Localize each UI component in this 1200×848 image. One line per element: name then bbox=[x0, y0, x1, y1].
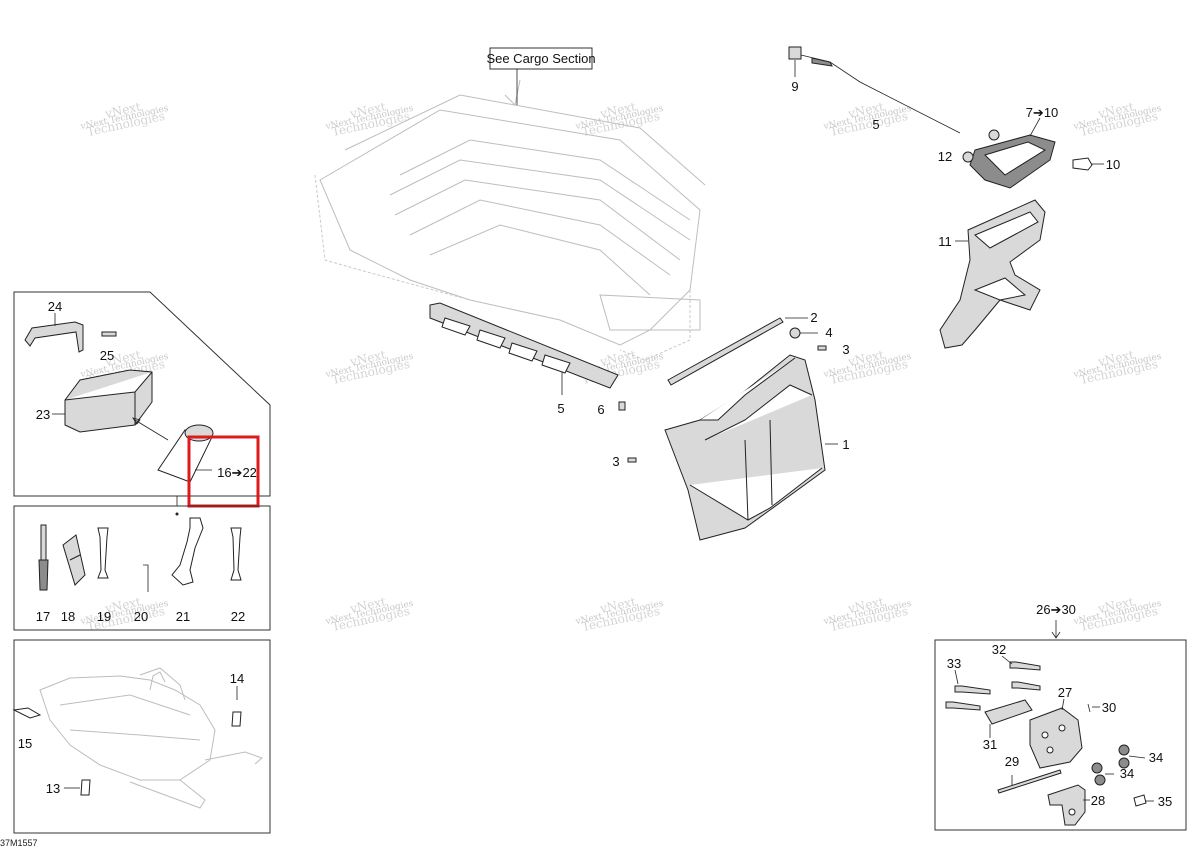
part-18-socket: 18 bbox=[61, 534, 86, 624]
part-14-decal: 14 bbox=[230, 671, 244, 727]
callout-11: 11 bbox=[938, 234, 952, 249]
part-29-rod: 29 bbox=[997, 754, 1062, 794]
callout-25: 25 bbox=[100, 348, 114, 363]
part-32-bolts: 32 bbox=[992, 642, 1041, 691]
callout-29: 29 bbox=[1005, 754, 1019, 769]
callout-22: 22 bbox=[231, 609, 245, 624]
callout-19: 19 bbox=[97, 609, 111, 624]
drawing-code: 37M1557 bbox=[0, 838, 38, 848]
callout-27: 27 bbox=[1058, 685, 1072, 700]
part-11-taillight-support: 11 bbox=[938, 199, 1046, 349]
callout-20: 20 bbox=[134, 609, 148, 624]
callout-3: 3 bbox=[842, 342, 849, 357]
part-19-wrench: 19 bbox=[97, 527, 111, 624]
callout-15: 15 bbox=[18, 736, 32, 751]
callout-18: 18 bbox=[61, 609, 75, 624]
part-33-bolts: 33 bbox=[945, 656, 991, 711]
callout-10: 10 bbox=[1106, 157, 1120, 172]
callout-34: 34 bbox=[1120, 766, 1134, 781]
callout-13: 13 bbox=[46, 781, 60, 796]
part-30-pin: 30 bbox=[1087, 700, 1116, 715]
part-21-spark-plug-wrench: 21 bbox=[171, 517, 204, 624]
part-9-harness: 9 5 bbox=[788, 46, 961, 134]
part-3-screw-lower: 3 bbox=[612, 454, 637, 469]
callout-21: 21 bbox=[176, 609, 190, 624]
inset-tools-frame bbox=[13, 505, 271, 631]
part-1-snowflap: 1 bbox=[664, 354, 850, 541]
callout-12: 12 bbox=[938, 149, 952, 164]
callout-24: 24 bbox=[48, 299, 62, 314]
inset-tool-bag-frame bbox=[13, 291, 271, 497]
inset-hitch-frame bbox=[934, 639, 1187, 831]
callout-26-30: 26➔30 bbox=[1036, 602, 1076, 617]
callout-4: 4 bbox=[825, 325, 832, 340]
callout-9: 9 bbox=[791, 79, 798, 94]
part-22-wrench: 22 bbox=[230, 527, 245, 624]
callout-30: 30 bbox=[1102, 700, 1116, 715]
callout-35: 35 bbox=[1158, 794, 1172, 809]
part-16-22-tool-kit-roll: 16➔22 bbox=[132, 417, 257, 483]
callout-6: 6 bbox=[597, 402, 604, 417]
callout-16-22: 16➔22 bbox=[217, 465, 257, 480]
part-23-tool-bag: 23 bbox=[36, 369, 153, 433]
part-34-nuts: 34 34 bbox=[1091, 744, 1163, 786]
part-2-strip: 2 bbox=[667, 310, 818, 386]
part-17-screwdriver: 17 bbox=[36, 524, 50, 624]
part-3-screw-upper: 3 bbox=[817, 342, 850, 357]
part-25-rivet: 25 bbox=[100, 331, 117, 363]
callout-14: 14 bbox=[230, 671, 244, 686]
callout-5: 5 bbox=[557, 401, 564, 416]
part-10-bulb: 10 bbox=[1072, 157, 1120, 172]
callout-23: 23 bbox=[36, 407, 50, 422]
callout-5: 5 bbox=[872, 117, 879, 132]
callout-34: 34 bbox=[1149, 750, 1163, 765]
part-24-bracket: 24 bbox=[24, 299, 84, 353]
cargo-rack-ghost bbox=[314, 79, 706, 361]
part-6-fastener: 6 bbox=[597, 401, 626, 417]
part-35-cap: 35 bbox=[1133, 794, 1172, 809]
callout-31: 31 bbox=[983, 737, 997, 752]
cargo-section-note: See Cargo Section bbox=[486, 51, 595, 66]
callout-7-10: 7➔10 bbox=[1026, 105, 1059, 120]
cargo-section-note-box bbox=[489, 47, 593, 70]
part-5-side-panel: 5 bbox=[429, 302, 619, 416]
part-31-plate: 31 bbox=[983, 699, 1033, 752]
callout-1: 1 bbox=[842, 437, 849, 452]
callout-17: 17 bbox=[36, 609, 50, 624]
part-28-hitch: 28 bbox=[1047, 784, 1105, 826]
part-20-hex-key: 20 bbox=[134, 564, 149, 624]
part-13-decal: 13 bbox=[46, 779, 91, 796]
part-15-decal: 15 bbox=[18, 736, 32, 751]
inset-vehicle-frame bbox=[13, 639, 271, 834]
part-12-grommet: 12 bbox=[938, 129, 1000, 164]
callout-2: 2 bbox=[810, 310, 817, 325]
part-27-hitch-bracket: 27 bbox=[1029, 685, 1083, 769]
vehicle-outline bbox=[12, 667, 263, 809]
callout-3: 3 bbox=[612, 454, 619, 469]
callout-32: 32 bbox=[992, 642, 1006, 657]
part-4-washer: 4 bbox=[789, 325, 833, 340]
part-7-taillight-housing: 7➔10 bbox=[969, 105, 1059, 189]
callout-33: 33 bbox=[947, 656, 961, 671]
callout-28: 28 bbox=[1091, 793, 1105, 808]
